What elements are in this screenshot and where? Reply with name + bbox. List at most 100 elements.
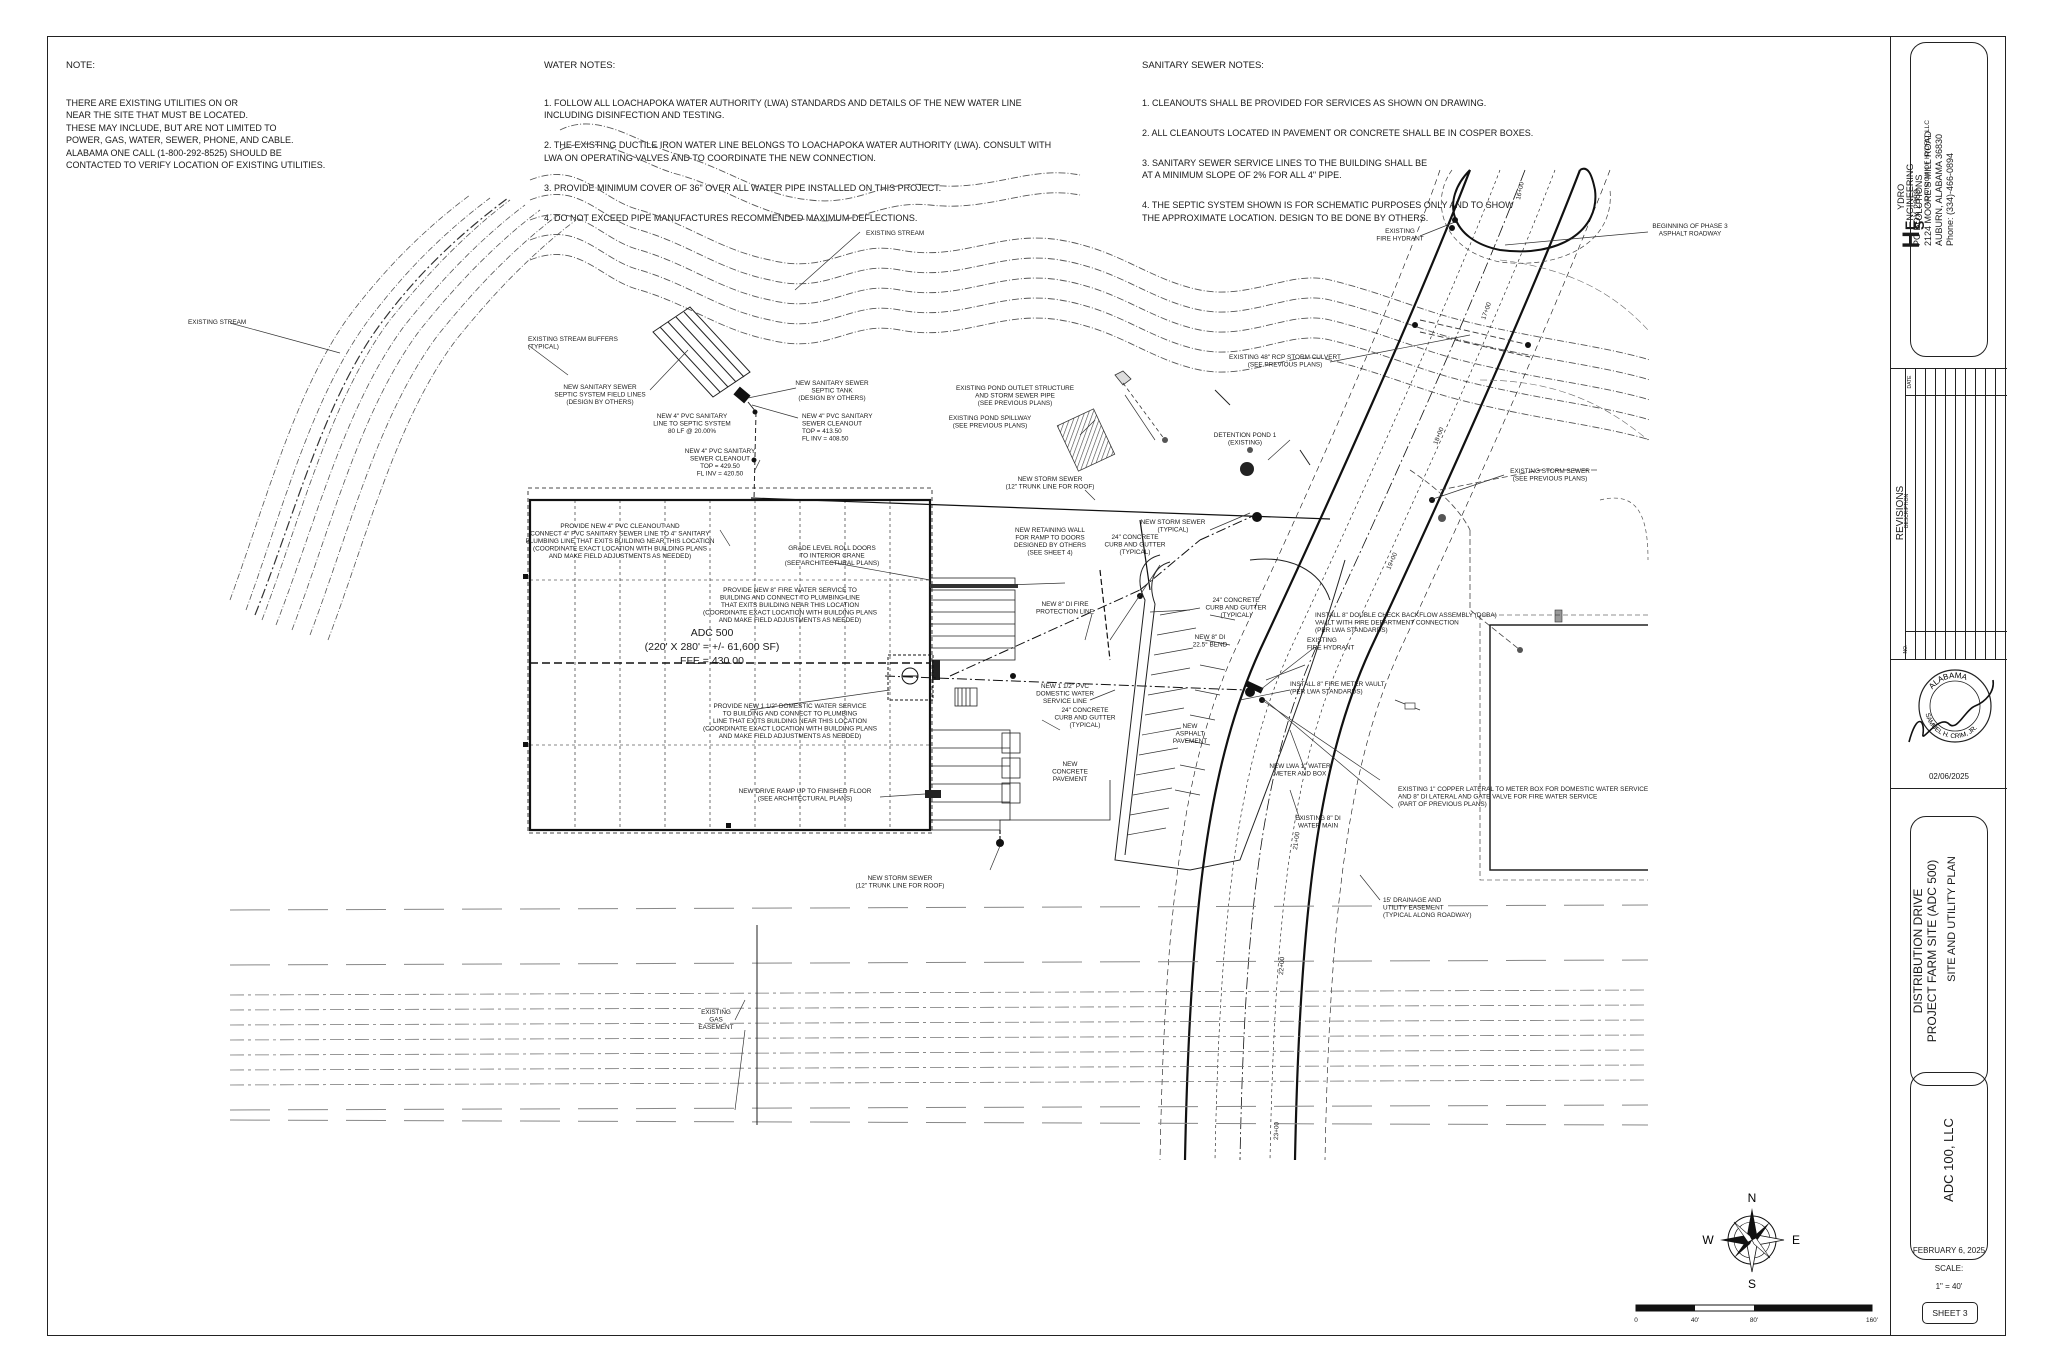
label-copper-lateral: EXISTING 1" COPPER LATERAL TO METER BOX … [1398, 786, 1648, 808]
existing-stream-top [529, 123, 1651, 441]
label-line: NEW SANITARY SEWER [795, 380, 869, 387]
label-line: DETENTION POND 1 [1214, 432, 1277, 439]
station-23: 23+00 [1273, 1121, 1281, 1140]
rev-col-no: NO. [1903, 644, 1909, 654]
label-line: GAS [709, 1017, 723, 1024]
label-line: CONNECT 4" PVC SANITARY SEWER LINE TO 4"… [530, 531, 710, 538]
label-line: TOP = 429.50 [700, 463, 740, 470]
label-line: SEPTIC SYSTEM FIELD LINES [554, 392, 645, 399]
label-line: EXISTING STORM SEWER [1510, 468, 1590, 475]
station-19: 19+00 [1385, 551, 1399, 571]
label-line: NEW 4" PVC SANITARY [657, 413, 728, 420]
label-line: ASPHALT ROADWAY [1659, 231, 1722, 238]
seal-date: 02/06/2025 [1928, 772, 1970, 781]
label-line: 24" CONCRETE [1212, 597, 1259, 604]
label-line: PROVIDE NEW 4" PVC CLEANOUT AND [560, 523, 680, 530]
topo-contours [229, 194, 577, 641]
label-line: (SEE ARCHITECTURAL PLANS) [758, 796, 853, 803]
parking-stripes [1126, 607, 1236, 836]
label-line: (COORDINATE EXACT LOCATION WITH BUILDING… [703, 726, 877, 733]
label-line: CURB AND GUTTER [1205, 605, 1266, 612]
label-domestic-provide: PROVIDE NEW 1 1/2" DOMESTIC WATER SERVIC… [703, 703, 877, 740]
address-2: 2124 MOORE'S MILL ROAD [1923, 131, 1933, 246]
label-line: CONCRETE [1052, 769, 1088, 776]
label-line: CURB AND GUTTER [1054, 715, 1115, 722]
ramp-and-docks [929, 577, 1111, 831]
compass-e: E [1792, 1233, 1800, 1247]
rev-col-date: DATE [1907, 375, 1913, 389]
label-line: EXISTING POND OUTLET STRUCTURE [956, 385, 1074, 392]
label-line: ASPHALT [1176, 731, 1205, 738]
label-line: (TYPICAL) [1221, 612, 1252, 619]
pond-outlet [1114, 370, 1166, 441]
label-line: SEWER CLEANOUT [690, 456, 750, 463]
building-adc-500 [527, 487, 933, 834]
label-line: FL INV = 408.50 [802, 436, 849, 443]
label-line: VAULT WITH FIRE DEPARTMENT CONNECTION [1315, 620, 1459, 627]
label-line: NEW RETAINING WALL [1015, 527, 1085, 534]
label-line: PROTECTION LINE [1036, 609, 1094, 616]
label-line: (SEE ARCHITECTURAL PLANS) [785, 560, 880, 567]
label-line: EXISTING 8" DI [1295, 815, 1341, 822]
label-line: EXISTING STREAM BUFFERS [528, 336, 618, 343]
storm-sewer-east [1409, 469, 1600, 651]
revisions-table [1891, 368, 2007, 660]
label-line: (COORDINATE EXACT LOCATION WITH BUILDING… [703, 610, 877, 617]
label-line: 80 LF @ 20.00% [668, 428, 716, 435]
label-line: EXISTING [1385, 228, 1415, 235]
water-note-item: 4. DO NOT EXCEED PIPE MANUFACTURES RECOM… [544, 212, 918, 223]
label-line: PROVIDE NEW 8" FIRE WATER SERVICE TO [723, 587, 857, 594]
firm-logo-box [1910, 42, 1988, 357]
station-22: 22+00 [1278, 956, 1286, 975]
sanitary-note-item: 4. THE SEPTIC SYSTEM SHOWN IS FOR SCHEMA… [1142, 200, 1514, 223]
label-line: NEW DRIVE RAMP UP TO FINISHED FLOOR [739, 788, 872, 795]
engineer-seal: ALABAMA SAMUEL H. CRIM, JR. [1908, 669, 1995, 743]
sheet-border [47, 36, 2006, 1336]
label-line: WATER MAIN [1298, 823, 1339, 830]
label-line: GRADE LEVEL ROLL DOORS [788, 545, 876, 552]
sanitary-note-item: 1. CLEANOUTS SHALL BE PROVIDED FOR SERVI… [1142, 97, 1487, 108]
pond-spillway [1056, 408, 1116, 472]
compass-rose: N S E W [1702, 1191, 1800, 1291]
sheet-title: SITE AND UTILITY PLAN [1946, 856, 1958, 982]
label-line: 24" CONCRETE [1111, 534, 1158, 541]
label-line: (TYPICAL) [1120, 549, 1151, 556]
label-line: 24" CONCRETE [1061, 707, 1108, 714]
building-ffe: FFE = 430.00 [680, 655, 744, 667]
label-line: EXISTING 48" RCP STORM CULVERT [1229, 354, 1341, 361]
label-line: NEW STORM SEWER [1141, 519, 1206, 526]
label-line: EXISTING [701, 1009, 731, 1016]
project-title: DISTRIBUTION DRIVE PROJECT FARM SITE (AD… [1911, 831, 1951, 1071]
label-line: (SEE PREVIOUS PLANS) [953, 423, 1028, 430]
cul-de-sac [1452, 167, 1597, 253]
road-stations: 16+00 17+00 18+00 19+00 21+00 22+00 23+0… [1273, 181, 1526, 1140]
project-box [1910, 816, 1988, 1086]
label-line: FL INV = 420.50 [697, 471, 744, 478]
label-line: AND MAKE FIELD ADJUSTMENTS AS NEEDED) [549, 553, 691, 560]
label-line: EXISTING 1" COPPER LATERAL TO METER BOX … [1398, 786, 1648, 793]
label-culvert: EXISTING 48" RCP STORM CULVERT(SEE PREVI… [1229, 354, 1341, 369]
label-new-storm-bottom: NEW STORM SEWER(12" TRUNK LINE FOR ROOF) [856, 875, 945, 890]
label-line: (12" TRUNK LINE FOR ROOF) [1006, 484, 1095, 491]
label-line: (PER LWA STANDARDS) [1290, 689, 1363, 696]
phone: Phone: (334)-466-0894 [1945, 152, 1955, 246]
general-notes-title: NOTE: [66, 59, 96, 71]
scale-value: 1" = 40' [1935, 1282, 1963, 1291]
label-line: CURB AND GUTTER [1104, 542, 1165, 549]
label-line: TOP = 413.50 [802, 428, 842, 435]
label-dcba: INSTALL 8" DOUBLE CHECK BACKFLOW ASSEMBL… [1315, 612, 1497, 634]
label-pond-spillway: EXISTING POND SPILLWAY(SEE PREVIOUS PLAN… [949, 415, 1032, 430]
station-21: 21+00 [1292, 831, 1301, 850]
label-meter-vault: INSTALL 8" FIRE METER VAULT(PER LWA STAN… [1290, 681, 1385, 696]
label-line: (PART OF PREVIOUS PLANS) [1398, 801, 1487, 808]
firm-address: PO BOX 2889 2124 MOORE'S MILL ROAD AUBUR… [1912, 86, 1960, 246]
gas-lines [229, 989, 1649, 1086]
label-line: FIRE HYDRANT [1376, 236, 1423, 243]
